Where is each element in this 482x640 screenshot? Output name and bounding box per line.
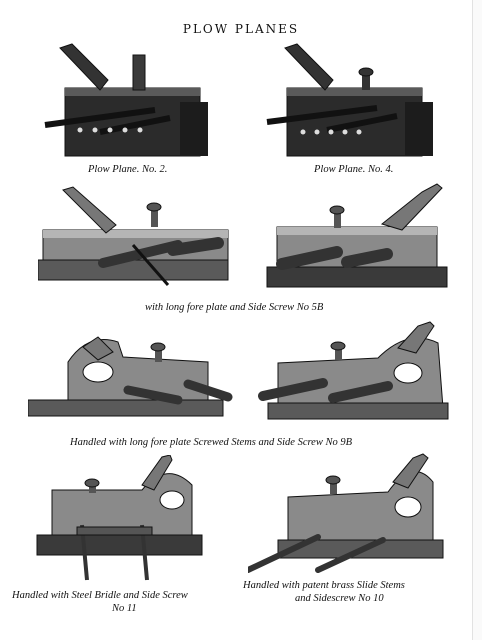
caption-plane-2: Plow Plane. No. 2. [88,164,168,175]
plow-plane-no11-illustration [36,455,203,581]
caption-plane-11-line2: No 11 [112,603,137,614]
plow-plane-no4-illustration [266,43,433,157]
page-title: PLOW PLANES [182,22,300,36]
caption-plane-10-line2: and Sidescrew No 10 [295,593,384,604]
plow-plane-no5b-right-illustration [266,183,448,288]
caption-plane-4: Plow Plane. No. 4. [314,164,394,175]
page-edge [472,0,482,640]
plow-plane-no9b-left-illustration [28,336,233,417]
plow-plane-no9b-right-illustration [258,321,449,420]
plow-plane-no10-illustration [248,453,444,573]
plow-plane-no2-illustration [44,43,208,157]
caption-plane-9b: Handled with long fore plate Screwed Ste… [70,437,353,448]
caption-plane-10-line1: Handled with patent brass Slide Stems [243,580,405,591]
caption-plane-5b: with long fore plate and Side Screw No 5… [145,302,324,313]
plow-plane-no5b-left-illustration [38,186,229,286]
caption-plane-11-line1: Handled with Steel Bridle and Side Screw [12,590,188,601]
